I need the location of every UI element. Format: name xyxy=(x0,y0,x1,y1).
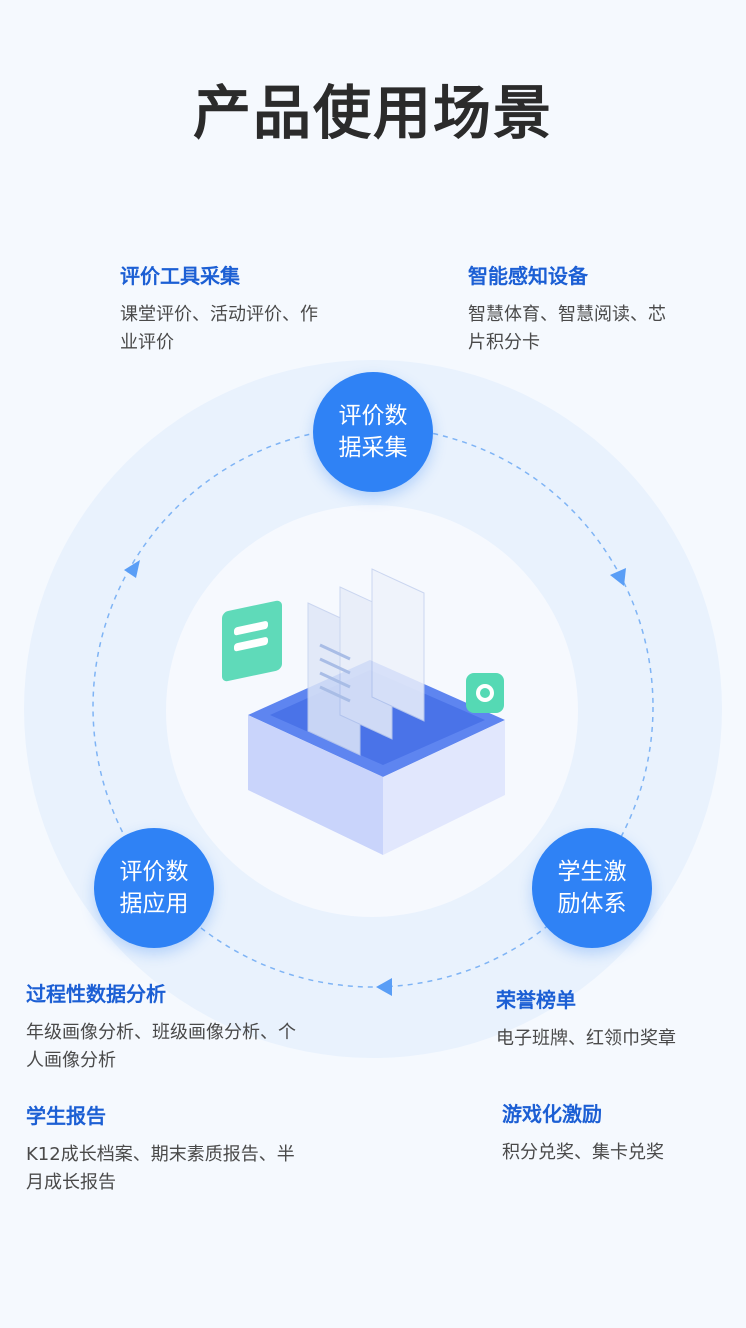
block-evaluation-tools: 评价工具采集 课堂评价、活动评价、作业评价 xyxy=(120,260,320,357)
block-desc: 智慧体育、智慧阅读、芯片积分卡 xyxy=(468,304,666,353)
camera-icon xyxy=(466,673,504,713)
node-evaluation-data-collection: 评价数据采集 xyxy=(313,372,433,492)
node-student-incentive-system: 学生激励体系 xyxy=(532,828,652,948)
block-title: 荣誉榜单 xyxy=(496,988,576,1012)
block-desc: K12成长档案、期末素质报告、半月成长报告 xyxy=(26,1144,295,1193)
block-title: 过程性数据分析 xyxy=(26,982,166,1006)
block-gamified-incentive: 游戏化激励 积分兑奖、集卡兑奖 xyxy=(502,1098,722,1167)
arrow-left-up-icon xyxy=(124,560,140,578)
block-title: 游戏化激励 xyxy=(502,1102,602,1126)
block-smart-devices: 智能感知设备 智慧体育、智慧阅读、芯片积分卡 xyxy=(468,260,668,357)
node-evaluation-data-application: 评价数据应用 xyxy=(94,828,214,948)
arrow-right-down-icon xyxy=(610,568,626,586)
block-desc: 课堂评价、活动评价、作业评价 xyxy=(120,304,318,353)
block-title: 评价工具采集 xyxy=(120,264,240,288)
arrow-bottom-left-icon xyxy=(376,978,392,996)
block-honor-list: 荣誉榜单 电子班牌、红领巾奖章 xyxy=(496,984,726,1053)
block-student-report: 学生报告 K12成长档案、期末素质报告、半月成长报告 xyxy=(26,1100,301,1197)
form-icon xyxy=(222,600,282,682)
block-desc: 电子班牌、红领巾奖章 xyxy=(496,1028,676,1049)
data-stack-illustration xyxy=(222,568,505,855)
block-desc: 年级画像分析、班级画像分析、个人画像分析 xyxy=(26,1022,296,1071)
block-desc: 积分兑奖、集卡兑奖 xyxy=(502,1142,664,1163)
block-process-analysis: 过程性数据分析 年级画像分析、班级画像分析、个人画像分析 xyxy=(26,978,306,1075)
block-title: 学生报告 xyxy=(26,1104,106,1128)
block-title: 智能感知设备 xyxy=(468,264,588,288)
page-title: 产品使用场景 xyxy=(192,79,553,147)
